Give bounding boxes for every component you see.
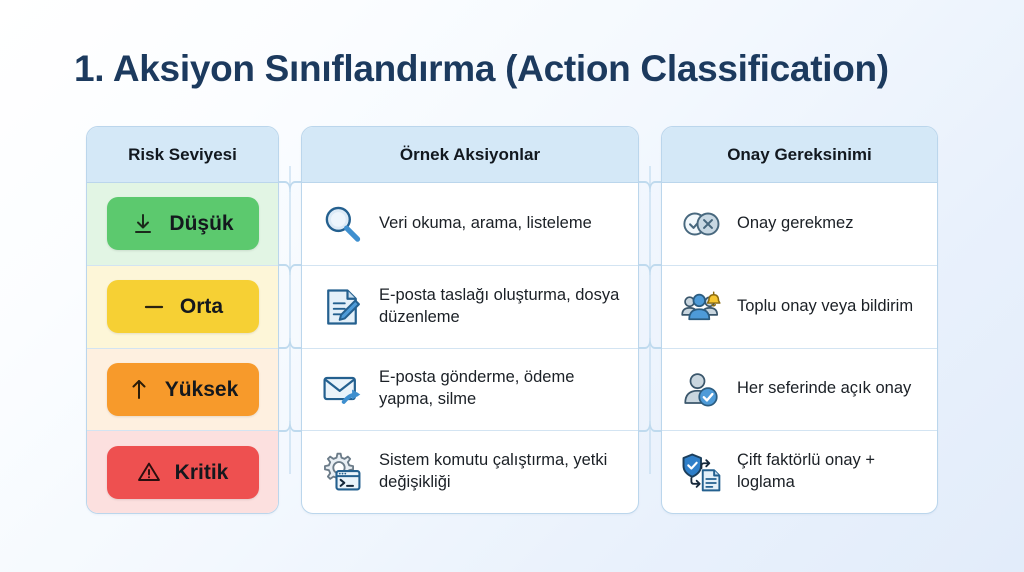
approval-text: Çift faktörlü onay + loglama <box>737 451 876 492</box>
risk-badge-label: Düşük <box>169 212 234 236</box>
example-actions-column: Örnek Aksiyonlar Veri okuma, arama, list… <box>301 126 639 514</box>
risk-level-header: Risk Seviyesi <box>87 127 278 183</box>
approval-cell: Toplu onay veya bildirim <box>662 286 937 328</box>
arrow-down-to-line-icon <box>135 213 152 233</box>
action-text: Sistem komutu çalıştırma, yetki değişikl… <box>379 451 608 492</box>
warning-triangle-icon <box>137 462 160 482</box>
table-row: Yüksek <box>87 348 278 432</box>
person-check-icon <box>684 373 718 407</box>
approval-cell: Onay gerekmez <box>662 203 937 245</box>
approval-text: Her seferinde açık onay <box>737 379 912 398</box>
table-row: Sistem komutu çalıştırma, yetki değişikl… <box>302 431 638 513</box>
table-row: Her seferinde açık onay <box>662 349 937 432</box>
table-row: Onay gerekmez <box>662 183 937 266</box>
action-cell: Veri okuma, arama, listeleme <box>302 202 638 246</box>
approval-cell: Çift faktörlü onay + loglama <box>662 450 937 494</box>
shield-document-icon <box>682 453 721 492</box>
classification-table: Risk Seviyesi Düşük Orta Y <box>86 126 938 514</box>
table-row: E-posta gönderme, ödeme yapma, silme <box>302 349 638 432</box>
magnifier-icon <box>325 206 361 242</box>
action-text: Veri okuma, arama, listeleme <box>379 213 592 232</box>
table-row: Orta <box>87 265 278 349</box>
action-text: E-posta gönderme, ödeme yapma, silme <box>379 368 575 409</box>
approval-cell: Her seferinde açık onay <box>662 368 937 410</box>
connector-gap-left <box>279 126 301 514</box>
check-x-circles-icon <box>683 212 720 236</box>
envelope-arrow-icon <box>323 377 361 405</box>
approval-text: Onay gerekmez <box>737 213 854 232</box>
arrow-up-icon <box>132 380 146 400</box>
table-row: Toplu onay veya bildirim <box>662 266 937 349</box>
risk-level-column: Risk Seviyesi Düşük Orta Y <box>86 126 279 514</box>
example-actions-header: Örnek Aksiyonlar <box>302 127 638 183</box>
risk-badge-critical: Kritik <box>106 445 259 499</box>
document-pencil-icon <box>327 289 360 325</box>
approval-requirement-column: Onay Gereksinimi Onay gerekmez <box>661 126 938 514</box>
gear-terminal-icon <box>324 452 361 491</box>
risk-badge-label: Orta <box>179 295 224 319</box>
approval-text: Toplu onay veya bildirim <box>737 296 914 315</box>
connector-lines <box>639 166 661 474</box>
connector-gap-right <box>639 126 661 514</box>
page-title: 1. Aksiyon Sınıflandırma (Action Classif… <box>74 48 889 89</box>
table-row: Kritik <box>87 431 278 513</box>
risk-badge-label: Kritik <box>174 460 229 484</box>
table-row: E-posta taslağı oluşturma, dosya düzenle… <box>302 266 638 349</box>
minus-dash-icon <box>144 305 164 308</box>
risk-badge-medium: Orta <box>106 280 259 334</box>
group-bell-icon <box>681 291 721 320</box>
risk-badge-low: Düşük <box>106 197 259 251</box>
action-text: E-posta taslağı oluşturma, dosya düzenle… <box>379 285 620 326</box>
action-cell: E-posta gönderme, ödeme yapma, silme <box>302 367 638 411</box>
risk-badge-high: Yüksek <box>106 362 259 416</box>
table-row: Çift faktörlü onay + loglama <box>662 431 937 513</box>
approval-requirement-header: Onay Gereksinimi <box>662 127 937 183</box>
table-row: Düşük <box>87 183 278 266</box>
risk-badge-label: Yüksek <box>164 377 239 401</box>
action-cell: E-posta taslağı oluşturma, dosya düzenle… <box>302 285 638 329</box>
table-row: Veri okuma, arama, listeleme <box>302 183 638 266</box>
connector-lines <box>279 166 301 474</box>
action-cell: Sistem komutu çalıştırma, yetki değişikl… <box>302 450 638 494</box>
